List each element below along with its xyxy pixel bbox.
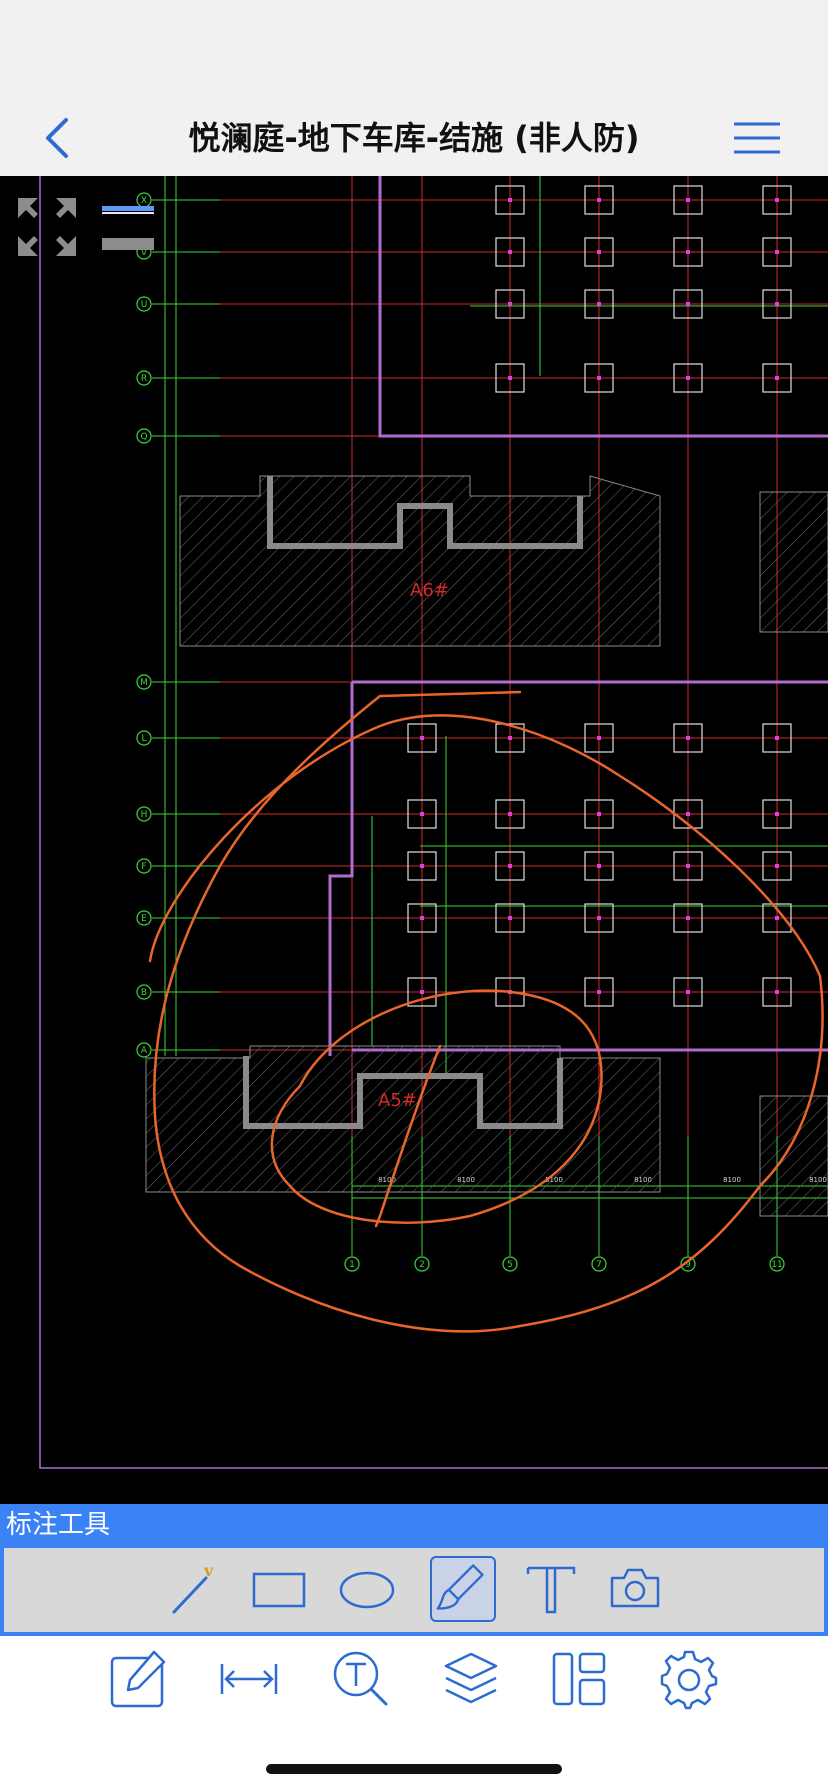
axis-row-label: L [141, 734, 146, 744]
ellipse-tool-button[interactable] [336, 1558, 398, 1620]
annotate-button[interactable] [108, 1648, 170, 1710]
axis-row-label: Q [140, 432, 147, 442]
axis-row-label: H [141, 810, 148, 820]
svg-text:v: v [203, 1561, 214, 1580]
axis-col-label: 7 [596, 1260, 602, 1270]
settings-icon [660, 1650, 718, 1710]
dim-label: 8100 [723, 1176, 741, 1184]
menu-button[interactable] [732, 114, 782, 162]
layers-button[interactable] [440, 1648, 502, 1710]
ellipse-icon [339, 1571, 395, 1609]
building-label-a5: A5# [378, 1090, 417, 1111]
fullscreen-button[interactable] [14, 194, 80, 260]
axis-row-label: A [141, 1046, 148, 1056]
drawing-canvas[interactable]: X V U R Q M L H F E B A [0, 176, 828, 1504]
axis-col-label: 11 [771, 1260, 782, 1270]
measure-icon [220, 1664, 278, 1694]
axis-row-label: X [141, 196, 147, 206]
hamburger-menu-icon [734, 122, 780, 154]
cad-drawing: X V U R Q M L H F E B A [39, 176, 828, 1469]
axis-row-label: M [140, 678, 148, 688]
edit-icon [110, 1650, 166, 1708]
text-search-icon [333, 1651, 388, 1706]
axis-col-label: 5 [507, 1260, 513, 1270]
measure-button[interactable] [218, 1648, 280, 1710]
home-indicator [266, 1764, 562, 1774]
layers-icon [444, 1652, 498, 1704]
brush-tool-button[interactable] [430, 1556, 496, 1622]
back-button[interactable] [36, 114, 80, 162]
text-tool-icon [526, 1566, 576, 1614]
pen-tool-button[interactable]: v [164, 1558, 226, 1620]
axis-row-label: U [141, 300, 148, 310]
rectangle-tool-button[interactable] [248, 1558, 310, 1620]
rectangle-icon [252, 1572, 306, 1608]
expand-icon [18, 198, 76, 256]
axis-col-label: 2 [419, 1260, 425, 1270]
axis-row-label: F [141, 862, 146, 872]
building-label-a6: A6# [410, 580, 449, 601]
page-title: 悦澜庭-地下车库-结施 (非人防) [188, 119, 640, 157]
nav-bar: 悦澜庭-地下车库-结施 (非人防) [0, 100, 828, 177]
layout-icon [552, 1652, 606, 1706]
axis-row-label: R [141, 374, 147, 384]
camera-tool-button[interactable] [604, 1558, 666, 1620]
settings-button[interactable] [658, 1648, 720, 1710]
status-bar [0, 0, 828, 100]
brush-icon [436, 1564, 484, 1610]
text-search-button[interactable] [330, 1648, 392, 1710]
axis-row-label: E [141, 914, 147, 924]
text-tool-button[interactable] [520, 1558, 582, 1620]
annotation-tools-header: 标注工具 [0, 1504, 828, 1546]
camera-icon [610, 1568, 660, 1608]
axis-row-label: B [141, 988, 147, 998]
axis-col-label: 1 [349, 1260, 355, 1270]
axis-row-label: V [141, 248, 148, 258]
annotation-tools-panel: v [0, 1546, 828, 1636]
annotation-strokes[interactable] [148, 690, 824, 1333]
axis-col-label: 9 [685, 1260, 691, 1270]
layout-button[interactable] [548, 1648, 610, 1710]
layer-toggle[interactable] [100, 198, 156, 258]
chevron-left-icon [46, 118, 68, 158]
layer-bars-icon [102, 206, 154, 250]
pen-v-icon: v [172, 1561, 214, 1614]
annotation-tools-title: 标注工具 [6, 1510, 111, 1540]
